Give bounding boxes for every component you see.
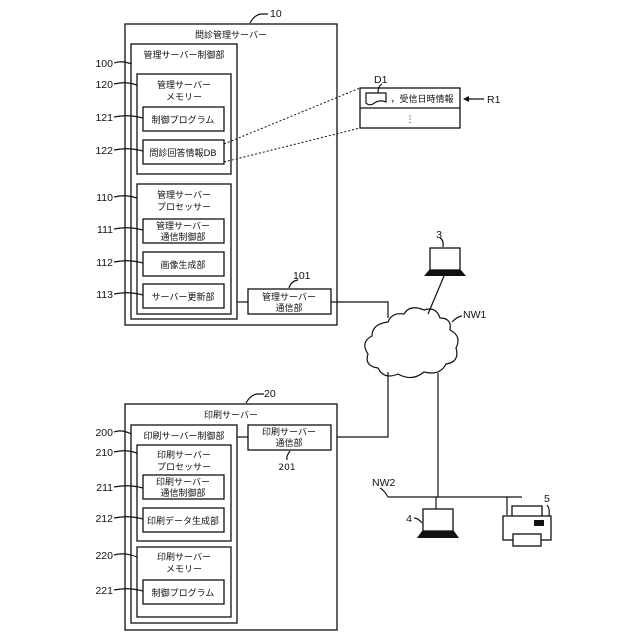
mgmt-comm-label-1: 管理サーバー	[262, 291, 316, 303]
terminal3-ref: 3	[436, 229, 442, 241]
nw1-leader	[452, 316, 462, 322]
mgmt-processor-ref: 110	[96, 192, 113, 204]
print-control-ref: 200	[95, 427, 113, 439]
print-comm-label-1: 印刷サーバー	[262, 426, 316, 438]
print-processor-label-2: プロセッサー	[157, 462, 211, 473]
laptop-4-keyboard-icon	[417, 531, 459, 538]
mgmt-comm-ref: 101	[293, 270, 311, 282]
mgmt-memory-ref: 120	[95, 79, 113, 91]
mgmt-server-leader	[250, 14, 268, 23]
cloud-nw1-icon	[365, 308, 458, 378]
mgmt-comm-control-label-2: 通信制御部	[160, 231, 205, 243]
printer-panel-icon	[534, 520, 544, 526]
print-server-title: 印刷サーバー	[204, 409, 258, 421]
mgmt-memory-label-2: メモリー	[166, 93, 202, 103]
print-data-gen-ref: 212	[95, 513, 113, 525]
record-field-label: ，受信日時情報	[390, 93, 453, 105]
print-control-program-ref: 221	[95, 585, 113, 597]
print-processor-label-1: 印刷サーバー	[157, 449, 211, 461]
terminal4-ref: 4	[406, 513, 412, 525]
printer-output-icon	[513, 534, 541, 546]
laptop-3-screen-icon	[430, 248, 460, 270]
mgmt-memory-label-1: 管理サーバー	[157, 79, 211, 91]
mgmt-control-label: 管理サーバー制御部	[144, 49, 225, 61]
mgmt-processor-label-2: プロセッサー	[157, 202, 211, 213]
mgmt-processor-label-1: 管理サーバー	[157, 189, 211, 201]
nw1-print-comm-link	[331, 372, 388, 437]
answer-db-label: 問診回答情報DB	[149, 147, 216, 159]
print-memory-label-2: メモリー	[166, 565, 202, 575]
print-comm-label-2: 通信部	[275, 437, 302, 449]
print-server-leader	[246, 394, 264, 403]
printer5-leader	[547, 505, 549, 516]
mgmt-comm-label-2: 通信部	[275, 302, 302, 314]
server-update-label: サーバー更新部	[152, 291, 215, 303]
image-gen-label: 画像生成部	[160, 259, 205, 271]
mgmt-server-ref: 10	[270, 8, 282, 20]
mgmt-comm-control-label-1: 管理サーバー	[156, 220, 210, 232]
print-memory-label-1: 印刷サーバー	[157, 551, 211, 563]
print-memory-ref: 220	[95, 550, 113, 562]
terminal4-leader	[414, 518, 422, 523]
print-comm-control-label-2: 通信制御部	[160, 487, 205, 499]
laptop-3-keyboard-icon	[424, 270, 466, 276]
mgmt-comm-nw1-link	[331, 302, 388, 318]
printer5-ref: 5	[544, 493, 550, 505]
print-control-label: 印刷サーバー制御部	[144, 430, 225, 442]
control-program-ref: 121	[95, 112, 113, 124]
print-server-ref: 20	[264, 388, 276, 400]
nw1-label: NW1	[463, 309, 486, 321]
mgmt-server-title: 問診管理サーバー	[195, 29, 267, 41]
print-comm-control-ref: 211	[96, 482, 113, 494]
print-comm-control-label-1: 印刷サーバー	[156, 476, 210, 488]
nw2-leader	[380, 488, 388, 497]
print-processor-ref: 210	[95, 447, 113, 459]
image-gen-ref: 112	[96, 257, 113, 269]
nw2-label: NW2	[372, 477, 395, 489]
laptop-4-screen-icon	[423, 509, 453, 531]
data-ref: D1	[374, 74, 388, 86]
mgmt-comm-control-ref: 111	[97, 224, 113, 236]
answer-db-ref: 122	[95, 145, 113, 157]
print-comm-ref: 201	[278, 463, 295, 473]
print-control-program-label: 制御プログラム	[152, 587, 215, 599]
server-update-ref: 113	[96, 289, 113, 301]
print-data-gen-label: 印刷データ生成部	[147, 515, 219, 527]
terminal3-link	[428, 276, 444, 314]
record-arrow-head	[463, 96, 469, 102]
record-ellipsis: ⋮	[406, 115, 415, 125]
mgmt-control-ref: 100	[95, 58, 113, 70]
control-program-label: 制御プログラム	[152, 114, 215, 126]
record-ref: R1	[487, 94, 501, 106]
